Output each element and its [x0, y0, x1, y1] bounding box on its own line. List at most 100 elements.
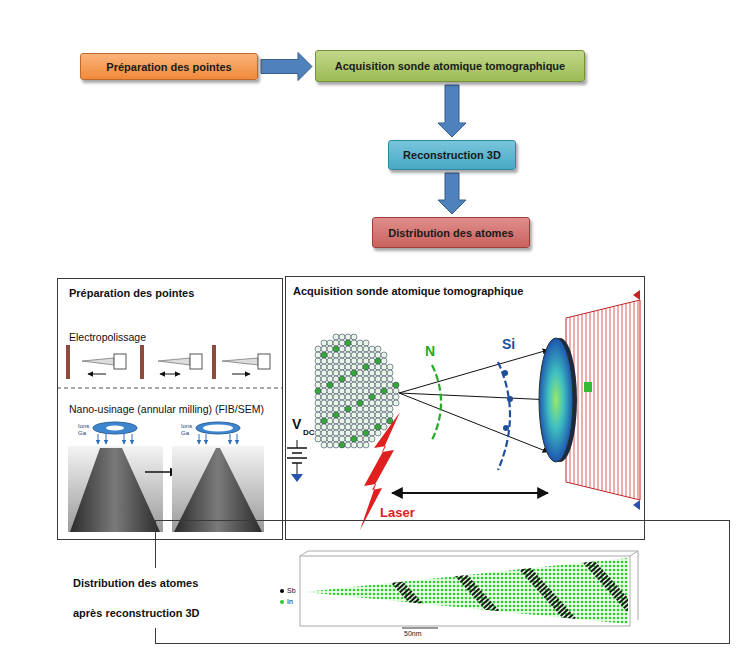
tip-atom: [333, 394, 339, 400]
tip-atom: [375, 346, 381, 352]
tip-atom: [381, 400, 387, 406]
tip-atom: [333, 424, 339, 430]
tip-atom: [315, 352, 321, 358]
tip-atom: [363, 400, 369, 406]
ion-arrow: [124, 434, 125, 444]
scale-label: 50nm: [404, 630, 422, 637]
grid-wire: [626, 303, 627, 496]
tip-atom: [315, 418, 321, 424]
sb-layers: [370, 552, 650, 630]
tip-cone: [70, 448, 160, 532]
wire: [297, 463, 298, 474]
grid-wire: [638, 301, 639, 500]
tip-atom: [339, 388, 345, 394]
tip-atom: [321, 430, 327, 436]
si-ion: [503, 425, 509, 431]
grid-wire: [586, 313, 587, 487]
box-label: Acquisition sonde atomique tomographique: [335, 60, 565, 72]
tip-atom: [339, 364, 345, 370]
sb-layer: [510, 552, 580, 630]
volume-frame: [300, 556, 630, 626]
tip-atom: [315, 424, 321, 430]
volume-frame: [630, 551, 638, 556]
tip-atom: [345, 358, 351, 364]
sb-layer: [440, 552, 510, 630]
tip-atom: [369, 400, 375, 406]
tip-atom: [351, 376, 357, 382]
tip-atom: [369, 412, 375, 418]
section-label: Nano-usinage (annular milling) (FIB/SEM): [69, 403, 264, 415]
tip-atom: [345, 400, 351, 406]
tip-atom: [345, 388, 351, 394]
tip-atom: [327, 436, 333, 442]
volume-frame: [638, 551, 639, 620]
tip-atom: [333, 352, 339, 358]
tip-atom: [375, 376, 381, 382]
holder: [190, 354, 202, 369]
ion-arrow: [230, 434, 231, 444]
laser-label: Laser: [380, 505, 415, 520]
tip-atom: [381, 424, 387, 430]
tip-atom: [339, 424, 345, 430]
tip-atom: [381, 382, 387, 388]
tip-atom: [327, 340, 333, 346]
tip-atom: [363, 406, 369, 412]
motion-arrow: [160, 374, 180, 375]
tip-atom: [351, 334, 357, 340]
ion-ring: [93, 422, 137, 434]
tip-atom: [357, 352, 363, 358]
tip-atom: [327, 412, 333, 418]
holder: [258, 354, 270, 369]
tip-atom: [369, 394, 375, 400]
tip-atom: [375, 418, 381, 424]
tip-atom: [357, 406, 363, 412]
tip-atom: [363, 382, 369, 388]
tip-atom: [327, 376, 333, 382]
tip-atom: [363, 418, 369, 424]
tip-atom: [381, 406, 387, 412]
ion-arrow: [98, 434, 99, 444]
atom-map: [304, 558, 628, 624]
tip-atom: [357, 340, 363, 346]
tip-atom: [321, 394, 327, 400]
tip-atom: [351, 382, 357, 388]
tip-atom: [387, 382, 393, 388]
tip-atom: [333, 346, 339, 352]
box-label: Préparation des pointes: [106, 61, 231, 73]
grid-wire: [610, 307, 611, 492]
tip-atom: [351, 370, 357, 376]
tip-atom: [333, 430, 339, 436]
tip-atom: [363, 352, 369, 358]
grid-wire: [590, 312, 591, 488]
tip-atom: [321, 412, 327, 418]
tip-atom: [345, 418, 351, 424]
tip-atom: [345, 424, 351, 430]
tip-atom: [345, 334, 351, 340]
tip-atom: [363, 436, 369, 442]
grid-wire: [614, 306, 615, 493]
tip-atom: [333, 436, 339, 442]
species-label: Si: [502, 336, 515, 352]
process-box: Distribution des atomes: [372, 217, 530, 248]
tip-atom: [315, 358, 321, 364]
tip-atom: [369, 370, 375, 376]
tip-atom: [351, 340, 357, 346]
atom-probe-figure: [287, 290, 640, 530]
tip-atom: [315, 430, 321, 436]
tip-atom: [393, 382, 399, 388]
electrode-bar: [140, 345, 144, 379]
n-front: [432, 365, 441, 440]
tip-atom: [381, 370, 387, 376]
panel-heading: Préparation des pointes: [69, 287, 194, 299]
tip-atom: [333, 418, 339, 424]
battery-plate: [292, 452, 302, 454]
tip-atom: [381, 418, 387, 424]
section-label: Electropolissage: [69, 331, 146, 343]
tip-atom: [351, 406, 357, 412]
tip-atom: [327, 382, 333, 388]
tip-atom: [339, 340, 345, 346]
tip-atom: [375, 358, 381, 364]
tip-atom: [363, 424, 369, 430]
tip-atom: [327, 424, 333, 430]
